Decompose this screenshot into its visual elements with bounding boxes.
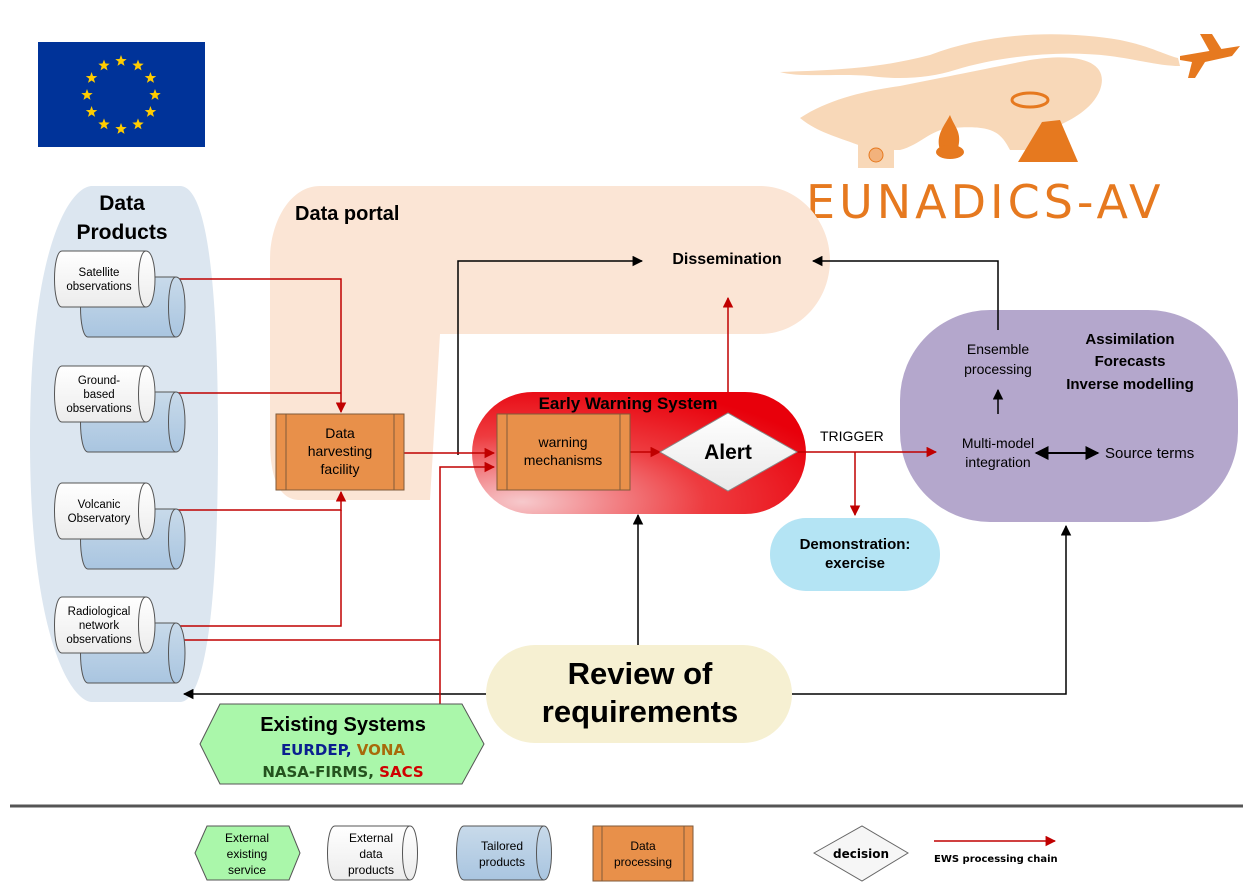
eu-star-icon	[149, 89, 161, 100]
red-connectors	[140, 278, 938, 706]
svg-text:products: products	[479, 855, 525, 869]
existing-system-name: ,	[368, 763, 379, 781]
review-node	[486, 645, 792, 743]
alert-label: Alert	[704, 441, 752, 464]
data-products-title: Data	[99, 192, 145, 215]
data-product-item: Ground-based observations	[54, 365, 186, 453]
svg-text:processing: processing	[614, 855, 672, 869]
data-product-label: Satellite	[79, 267, 120, 279]
svg-text:decision: decision	[833, 847, 889, 861]
data-product-item: Radiological network observations	[54, 596, 186, 684]
capability-assimilation: Assimilation	[1085, 331, 1174, 348]
warning-mechanisms-node: warning mechanisms	[496, 413, 631, 491]
existing-system-name: VONA	[357, 741, 406, 759]
alert-decision-node: Alert	[658, 412, 799, 492]
review-label-1: Review of	[568, 656, 713, 691]
capability-forecasts: Forecasts	[1095, 353, 1166, 370]
eu-star-icon	[115, 55, 127, 66]
existing-system-name: NASA-FIRMS	[262, 763, 368, 781]
legend-data-processing: Data processing	[592, 825, 694, 882]
arrow-existing-to-warning	[439, 461, 496, 706]
eu-star-icon	[132, 118, 144, 130]
eu-star-icon	[85, 72, 98, 83]
svg-text:Data: Data	[630, 839, 656, 853]
eu-star-icon	[144, 106, 157, 117]
dissemination-label: Dissemination	[672, 251, 781, 268]
data-product-label: based	[83, 389, 114, 401]
svg-text:External: External	[225, 831, 269, 845]
svg-text:External: External	[349, 831, 393, 845]
ensemble-processing-label-1: Ensemble	[967, 341, 1029, 357]
eu-star-icon	[98, 59, 110, 71]
data-product-label: observations	[66, 634, 131, 646]
demonstration-label-2: exercise	[825, 555, 885, 572]
data-portal-title: Data portal	[295, 203, 399, 225]
data-products-title-2: Products	[76, 221, 167, 244]
existing-systems-title: Existing Systems	[260, 714, 426, 736]
existing-systems-line1: EURDEP, VONA	[281, 741, 405, 759]
source-terms-label: Source terms	[1105, 445, 1194, 462]
data-product-item: Satellite observations	[54, 250, 186, 338]
harvesting-facility-node: Data harvesting facility	[275, 413, 405, 491]
arrow-review-to-modelling	[792, 524, 1072, 695]
warning-label-2: mechanisms	[524, 452, 603, 468]
eu-star-icon	[115, 123, 127, 134]
arrow-satellite-to-harvesting	[140, 278, 347, 414]
eu-star-icon	[85, 106, 98, 117]
project-logo-text: EUNADICS-AV	[806, 175, 1165, 229]
harvesting-label-2: harvesting	[308, 443, 373, 459]
trigger-label: TRIGGER	[820, 428, 884, 444]
svg-text:data: data	[359, 847, 383, 861]
svg-text:Tailored: Tailored	[481, 839, 523, 853]
data-product-label: Ground-	[78, 375, 120, 387]
legend-external-service: External existing service	[194, 825, 301, 881]
existing-systems-line2: NASA-FIRMS, SACS	[262, 763, 423, 781]
arrow-ensemble-to-dissemination	[811, 255, 999, 330]
ews-title: Early Warning System	[539, 394, 718, 413]
data-product-label: observations	[66, 403, 131, 415]
data-product-label: Radiological	[68, 606, 131, 618]
review-label-2: requirements	[542, 694, 738, 729]
ensemble-processing-label-2: processing	[964, 361, 1032, 377]
eunadics-logo: EUNADICS-AV	[780, 34, 1240, 229]
existing-system-name: EURDEP	[281, 741, 349, 759]
eu-flag-icon	[38, 42, 205, 147]
legend-ews-chain: EWS processing chain	[934, 835, 1058, 865]
svg-text:existing: existing	[227, 847, 268, 861]
warning-label-1: warning	[537, 434, 587, 450]
existing-system-name: SACS	[379, 763, 424, 781]
existing-systems-node: Existing Systems EURDEP, VONA NASA-FIRMS…	[199, 703, 485, 785]
multimodel-label-1: Multi-model	[962, 435, 1034, 451]
eu-star-icon	[144, 72, 157, 83]
legend-external-data: External data products	[327, 825, 418, 881]
harvesting-label-1: Data	[325, 425, 355, 441]
data-product-label: Volcanic	[78, 499, 121, 511]
capability-inverse-modelling: Inverse modelling	[1066, 376, 1194, 393]
line-radiological-to-harvesting	[140, 510, 342, 627]
eu-star-icon	[98, 118, 110, 130]
legend-tailored-products: Tailored products	[456, 825, 552, 881]
data-portal-panel	[270, 186, 830, 500]
modelling-panel	[900, 310, 1238, 522]
svg-text:products: products	[348, 863, 394, 877]
legend-decision: decision	[812, 825, 909, 882]
legend: External existing service External data …	[194, 825, 1058, 882]
data-product-label: Observatory	[68, 513, 131, 525]
data-product-label: network	[79, 620, 120, 632]
demonstration-node	[770, 518, 940, 591]
existing-system-name: ,	[346, 741, 357, 759]
demonstration-label-1: Demonstration:	[800, 536, 911, 553]
black-connectors	[182, 255, 1072, 700]
harvesting-label-3: facility	[321, 461, 360, 477]
eu-star-icon	[132, 59, 144, 71]
data-product-label: observations	[66, 281, 131, 293]
multimodel-label-2: integration	[965, 454, 1030, 470]
svg-text:EWS processing chain: EWS processing chain	[934, 854, 1058, 865]
arrow-to-dissemination	[457, 255, 644, 455]
eu-star-icon	[81, 89, 93, 100]
svg-text:service: service	[228, 863, 266, 877]
